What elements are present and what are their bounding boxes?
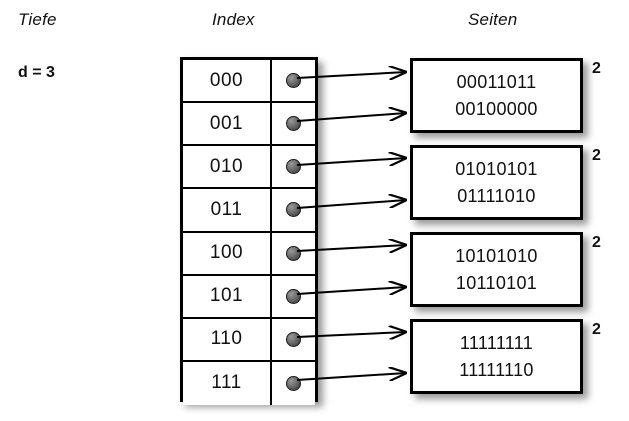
page-count-label: 2 <box>592 234 601 251</box>
index-pointer-cell[interactable] <box>270 103 315 145</box>
index-pointer-cell[interactable] <box>270 189 315 231</box>
index-key: 100 <box>209 242 244 264</box>
index-row[interactable]: 110 <box>183 318 315 362</box>
column-header-depth: Tiefe <box>18 10 57 29</box>
pointer-dot-icon <box>286 116 301 132</box>
index-row[interactable]: 101 <box>183 275 315 319</box>
page-record: 10101010 <box>455 246 538 267</box>
page-record: 01010101 <box>455 159 538 180</box>
pointer-dot-icon <box>286 73 301 89</box>
pointer-dot-icon <box>286 288 301 304</box>
index-row[interactable]: 001 <box>183 103 315 147</box>
index-row[interactable]: 100 <box>183 232 315 276</box>
page-record: 11111110 <box>459 359 534 380</box>
pointer-dot-icon <box>286 375 301 391</box>
page-box[interactable]: 01010101 01111010 <box>410 145 583 220</box>
pointer-dot-icon <box>286 331 301 347</box>
index-key: 101 <box>209 285 244 307</box>
page-record: 01111010 <box>457 185 536 206</box>
page-count-label: 2 <box>592 147 601 164</box>
index-pointer-cell[interactable] <box>270 275 315 317</box>
index-pointer-cell[interactable] <box>270 361 315 405</box>
page-record: 00100000 <box>455 98 538 119</box>
index-table: 000 001 010 011 100 <box>180 57 318 405</box>
index-key: 110 <box>210 328 243 350</box>
depth-value: d = 3 <box>18 64 55 81</box>
index-row[interactable]: 000 <box>183 60 315 104</box>
column-header-pages: Seiten <box>468 10 518 29</box>
page-record: 11111111 <box>459 333 534 354</box>
pointer-dot-icon <box>286 245 301 261</box>
index-pointer-cell[interactable] <box>270 146 315 188</box>
index-row[interactable]: 111 <box>183 361 315 405</box>
index-key: 001 <box>209 112 244 134</box>
index-key: 111 <box>211 372 242 394</box>
page-count-label: 2 <box>592 321 601 338</box>
index-row[interactable]: 011 <box>183 189 315 233</box>
pointer-dot-icon <box>286 202 301 218</box>
index-pointer-cell[interactable] <box>270 232 315 274</box>
index-pointer-cell[interactable] <box>270 318 315 360</box>
page-record: 00011011 <box>456 72 537 93</box>
index-key: 000 <box>209 69 244 91</box>
page-box[interactable]: 10101010 10110101 <box>410 232 583 307</box>
page-count-label: 2 <box>592 60 601 77</box>
index-pointer-cell[interactable] <box>270 60 315 102</box>
page-box[interactable]: 00011011 00100000 <box>410 58 583 133</box>
pointer-dot-icon <box>286 159 301 175</box>
index-key: 011 <box>210 198 243 220</box>
column-header-index: Index <box>212 10 255 29</box>
index-row[interactable]: 010 <box>183 146 315 190</box>
page-box[interactable]: 11111111 11111110 <box>410 319 583 394</box>
index-key: 010 <box>209 155 244 177</box>
page-record: 10110101 <box>455 272 538 293</box>
